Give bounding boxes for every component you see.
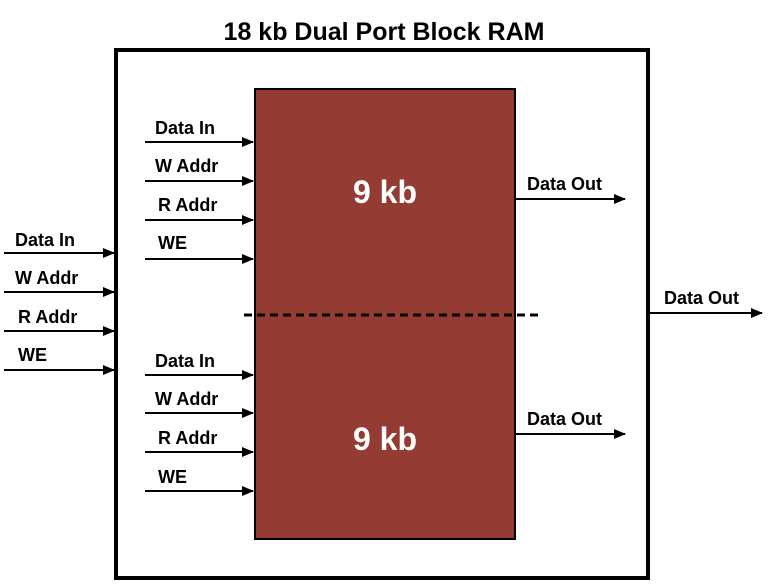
- outer-input-w-addr-label: W Addr: [15, 268, 78, 288]
- upper-input-we-label: WE: [158, 233, 187, 253]
- diagram-title: 18 kb Dual Port Block RAM: [224, 18, 545, 46]
- upper-input-r-addr-label: R Addr: [158, 195, 217, 215]
- upper-input-data-in-label: Data In: [155, 118, 215, 138]
- upper-input-w-addr-label: W Addr: [155, 156, 218, 176]
- lower-input-we-label: WE: [158, 467, 187, 487]
- outer-input-r-addr-label: R Addr: [18, 307, 77, 327]
- lower-input-data-in-label: Data In: [155, 351, 215, 371]
- outer-input-group: Data In W Addr R Addr WE: [4, 230, 115, 375]
- upper-block-input-group: Data In W Addr R Addr WE: [145, 118, 254, 264]
- lower-output-label: Data Out: [527, 409, 602, 429]
- lower-input-r-addr-label: R Addr: [158, 428, 217, 448]
- lower-input-w-addr-label: W Addr: [155, 389, 218, 409]
- outer-input-data-in-label: Data In: [15, 230, 75, 250]
- outer-input-we-label: WE: [18, 345, 47, 365]
- upper-block-size-label: 9 kb: [353, 174, 417, 210]
- memory-block: [254, 88, 516, 540]
- lower-block-size-label: 9 kb: [353, 421, 417, 457]
- outer-output-group: Data Out: [650, 288, 763, 318]
- outer-output-label: Data Out: [664, 288, 739, 308]
- block-output-group: Data Out Data Out: [515, 174, 626, 439]
- lower-block-input-group: Data In W Addr R Addr WE: [145, 351, 254, 496]
- upper-output-label: Data Out: [527, 174, 602, 194]
- outer-ram-box: [114, 48, 650, 580]
